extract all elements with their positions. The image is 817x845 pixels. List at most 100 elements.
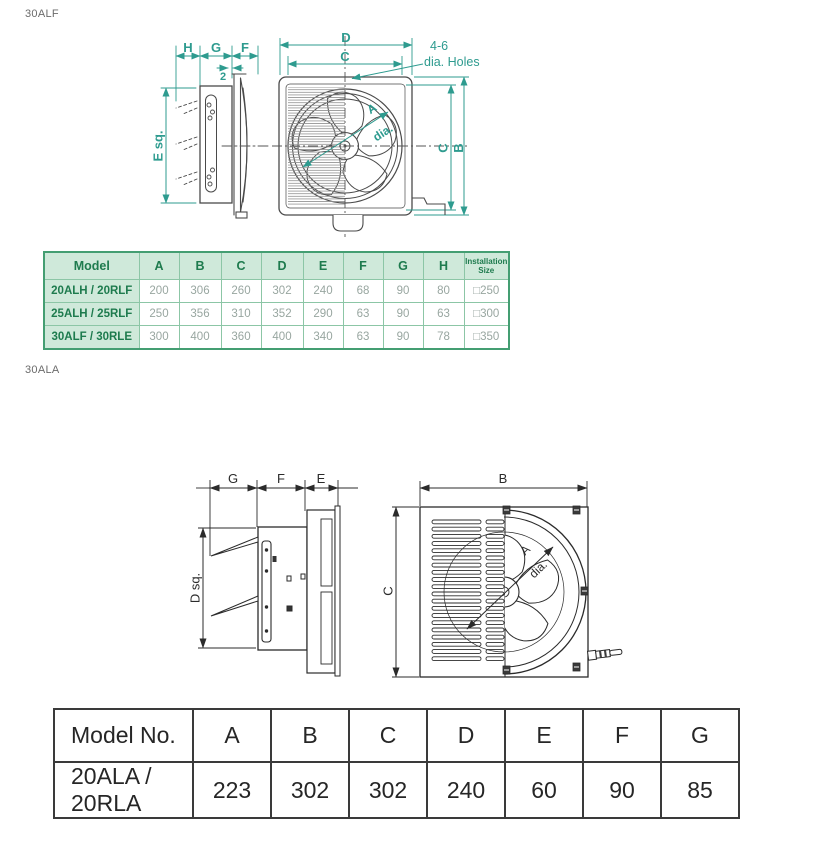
value-cell: 352 — [260, 302, 304, 326]
model-cell: 20ALA / 20RLA — [53, 761, 194, 819]
dim-label-b: B — [499, 471, 508, 486]
louver-panel-side — [306, 505, 341, 677]
wall-plate — [199, 85, 233, 204]
header-row: Model A B C D E F G H Installation Size — [43, 251, 510, 280]
value-cell: 80 — [422, 279, 465, 303]
dim-label-e-sq: E sq. — [150, 130, 165, 161]
installation-size-cell: □250 — [463, 279, 510, 303]
airflow-arrows — [175, 100, 198, 186]
holes-note-line2: dia. Holes — [424, 55, 480, 69]
col-header-e: E — [302, 251, 344, 280]
value-cell: 302 — [270, 761, 350, 819]
front-view: D C 4-6 dia. Holes A dia. C B — [272, 30, 480, 237]
value-cell: 400 — [178, 325, 222, 350]
value-cell: 400 — [260, 325, 304, 350]
table-row: 20ALA / 20RLA 223 302 302 240 60 90 85 — [53, 761, 740, 819]
dim-label-b: B — [451, 143, 466, 152]
col-header-b: B — [270, 708, 350, 763]
col-header-a: A — [138, 251, 180, 280]
side-view: G F E D sq. — [187, 471, 358, 677]
col-header-b: B — [178, 251, 222, 280]
col-header-h: H — [422, 251, 465, 280]
dim-label-e: E — [317, 471, 326, 486]
value-cell: 63 — [342, 325, 384, 350]
fan-dimension-diagram-30ala: G F E D sq. — [187, 471, 623, 678]
extension-lines — [196, 480, 358, 649]
col-header-d: D — [426, 708, 506, 763]
bottom-right-bracket — [412, 197, 446, 215]
value-cell: 90 — [382, 302, 424, 326]
value-cell: 85 — [660, 761, 740, 819]
spec-table-alf-series: Model A B C D E F G H Installation Size … — [43, 251, 510, 350]
value-cell: 90 — [382, 325, 424, 350]
bottom-tab — [332, 215, 364, 232]
value-cell: 302 — [260, 279, 304, 303]
header-row: Model No. A B C D E F G — [53, 708, 740, 763]
side-view: H G F 2 E sq. — [150, 40, 271, 219]
dim-label-f: F — [277, 471, 285, 486]
value-cell: 63 — [422, 302, 465, 326]
a-dia-dimension-line — [302, 111, 389, 168]
fan-dimension-diagram-30alf: H G F 2 E sq. — [150, 30, 480, 237]
table-row: 30ALF / 30RLE 300 400 360 400 340 63 90 … — [43, 325, 510, 350]
installation-size-cell: □350 — [463, 325, 510, 350]
value-cell: 90 — [582, 761, 662, 819]
installation-header-line2: Size — [478, 266, 495, 275]
dim-label-g: G — [211, 40, 221, 55]
value-cell: 78 — [422, 325, 465, 350]
value-cell: 356 — [178, 302, 222, 326]
grille-hatch — [288, 87, 345, 206]
mounting-holes — [206, 102, 215, 187]
mounting-bracket — [261, 540, 277, 643]
installation-size-cell: □300 — [463, 302, 510, 326]
col-header-model: Model — [43, 251, 140, 280]
front-view: B C — [380, 471, 623, 678]
blade-sweep-circle — [443, 531, 565, 653]
dim-label-d-sq: D sq. — [187, 573, 202, 603]
model-cell: 25ALH / 25RLF — [43, 302, 140, 326]
value-cell: 306 — [178, 279, 222, 303]
shroud-arc-inner — [503, 516, 580, 668]
frame-screws — [502, 505, 589, 675]
col-header-model-no: Model No. — [53, 708, 194, 763]
col-header-e: E — [504, 708, 584, 763]
dim-label-g: G — [228, 471, 238, 486]
value-cell: 290 — [302, 302, 344, 326]
col-header-c: C — [348, 708, 428, 763]
value-cell: 300 — [138, 325, 180, 350]
value-cell: 240 — [426, 761, 506, 819]
holes-leader-line — [351, 63, 424, 81]
installation-header-line1: Installation — [465, 256, 508, 266]
col-header-a: A — [192, 708, 272, 763]
col-header-d: D — [260, 251, 304, 280]
table-row: 25ALH / 25RLF 250 356 310 352 290 63 90 … — [43, 302, 510, 326]
spec-table-ala-series: Model No. A B C D E F G 20ALA / 20RLA 22… — [53, 708, 740, 819]
col-header-g: G — [382, 251, 424, 280]
col-header-g: G — [660, 708, 740, 763]
power-cord — [586, 648, 623, 661]
dim-label-h: H — [183, 40, 192, 55]
value-cell: 68 — [342, 279, 384, 303]
model-cell: 20ALH / 20RLF — [43, 279, 140, 303]
shutter-profile — [231, 73, 248, 219]
section-label-30alf: 30ALF — [25, 8, 59, 20]
model-cell: 30ALF / 30RLE — [43, 325, 140, 350]
value-cell: 340 — [302, 325, 344, 350]
dim-label-c-right: C — [435, 143, 450, 153]
clip-marks — [286, 573, 306, 612]
dim-label-c-top: C — [340, 49, 350, 64]
value-cell: 63 — [342, 302, 384, 326]
table-row: 20ALH / 20RLF 200 306 260 302 240 68 90 … — [43, 279, 510, 303]
dim-label-d: D — [341, 30, 350, 45]
a-dia-dimension-line — [466, 546, 554, 630]
value-cell: 223 — [192, 761, 272, 819]
dim-label-c: C — [380, 586, 395, 595]
dim-label-2: 2 — [220, 71, 226, 83]
value-cell: 90 — [382, 279, 424, 303]
dim-label-f: F — [241, 40, 249, 55]
section-label-30ala: 30ALA — [25, 364, 60, 376]
value-cell: 260 — [220, 279, 262, 303]
value-cell: 250 — [138, 302, 180, 326]
value-cell: 360 — [220, 325, 262, 350]
